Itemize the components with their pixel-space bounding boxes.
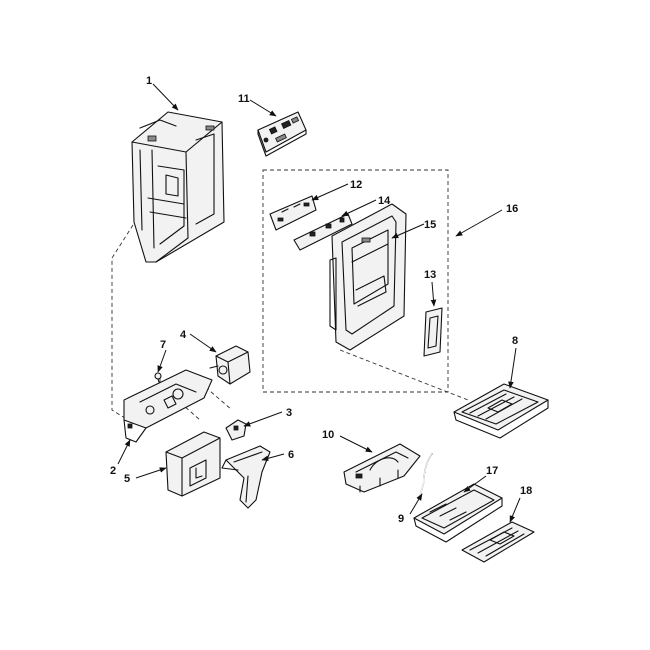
- part-12-bracket: [269, 195, 317, 231]
- callout-15: 15: [424, 219, 436, 231]
- part-18-grille-insert: [461, 521, 535, 563]
- callout-11: 11: [238, 93, 250, 105]
- callout-14: 14: [378, 195, 391, 207]
- callout-7: 7: [160, 339, 166, 351]
- callout-16: 16: [506, 203, 518, 215]
- callout-18: 18: [520, 485, 532, 497]
- callout-5: 5: [124, 473, 130, 485]
- part-13-pad: [423, 307, 443, 357]
- callout-4: 4: [180, 329, 187, 341]
- part-3-small-bracket: [225, 419, 247, 441]
- part-4-motor: [209, 345, 251, 385]
- callout-1: 1: [146, 75, 152, 87]
- part-5-flap-cover: [165, 431, 221, 497]
- part-15-dispenser-frame: [329, 203, 407, 351]
- part-2-mounting-plate: [123, 369, 213, 443]
- part-8-drip-grille: [453, 383, 549, 439]
- part-17-drip-tray: [413, 483, 503, 543]
- callout-10: 10: [322, 429, 334, 441]
- part-9-water-tube: [419, 453, 433, 497]
- callout-17: 17: [486, 465, 498, 477]
- callout-9: 9: [398, 513, 404, 525]
- callout-12: 12: [350, 179, 362, 191]
- callout-8: 8: [512, 335, 518, 347]
- part-6-spring-lever: [221, 445, 271, 509]
- leader-lines: [117, 83, 521, 523]
- callout-3: 3: [286, 407, 292, 419]
- callout-13: 13: [424, 269, 436, 281]
- callout-6: 6: [288, 449, 294, 461]
- callout-2: 2: [110, 465, 116, 477]
- part-10-tube-housing: [343, 443, 421, 493]
- part-1-dispenser-housing: [131, 111, 225, 263]
- part-11-control-board: [257, 111, 307, 157]
- assembly-16-dashed-box: [262, 169, 449, 393]
- part-14-switch-plate: [293, 213, 353, 251]
